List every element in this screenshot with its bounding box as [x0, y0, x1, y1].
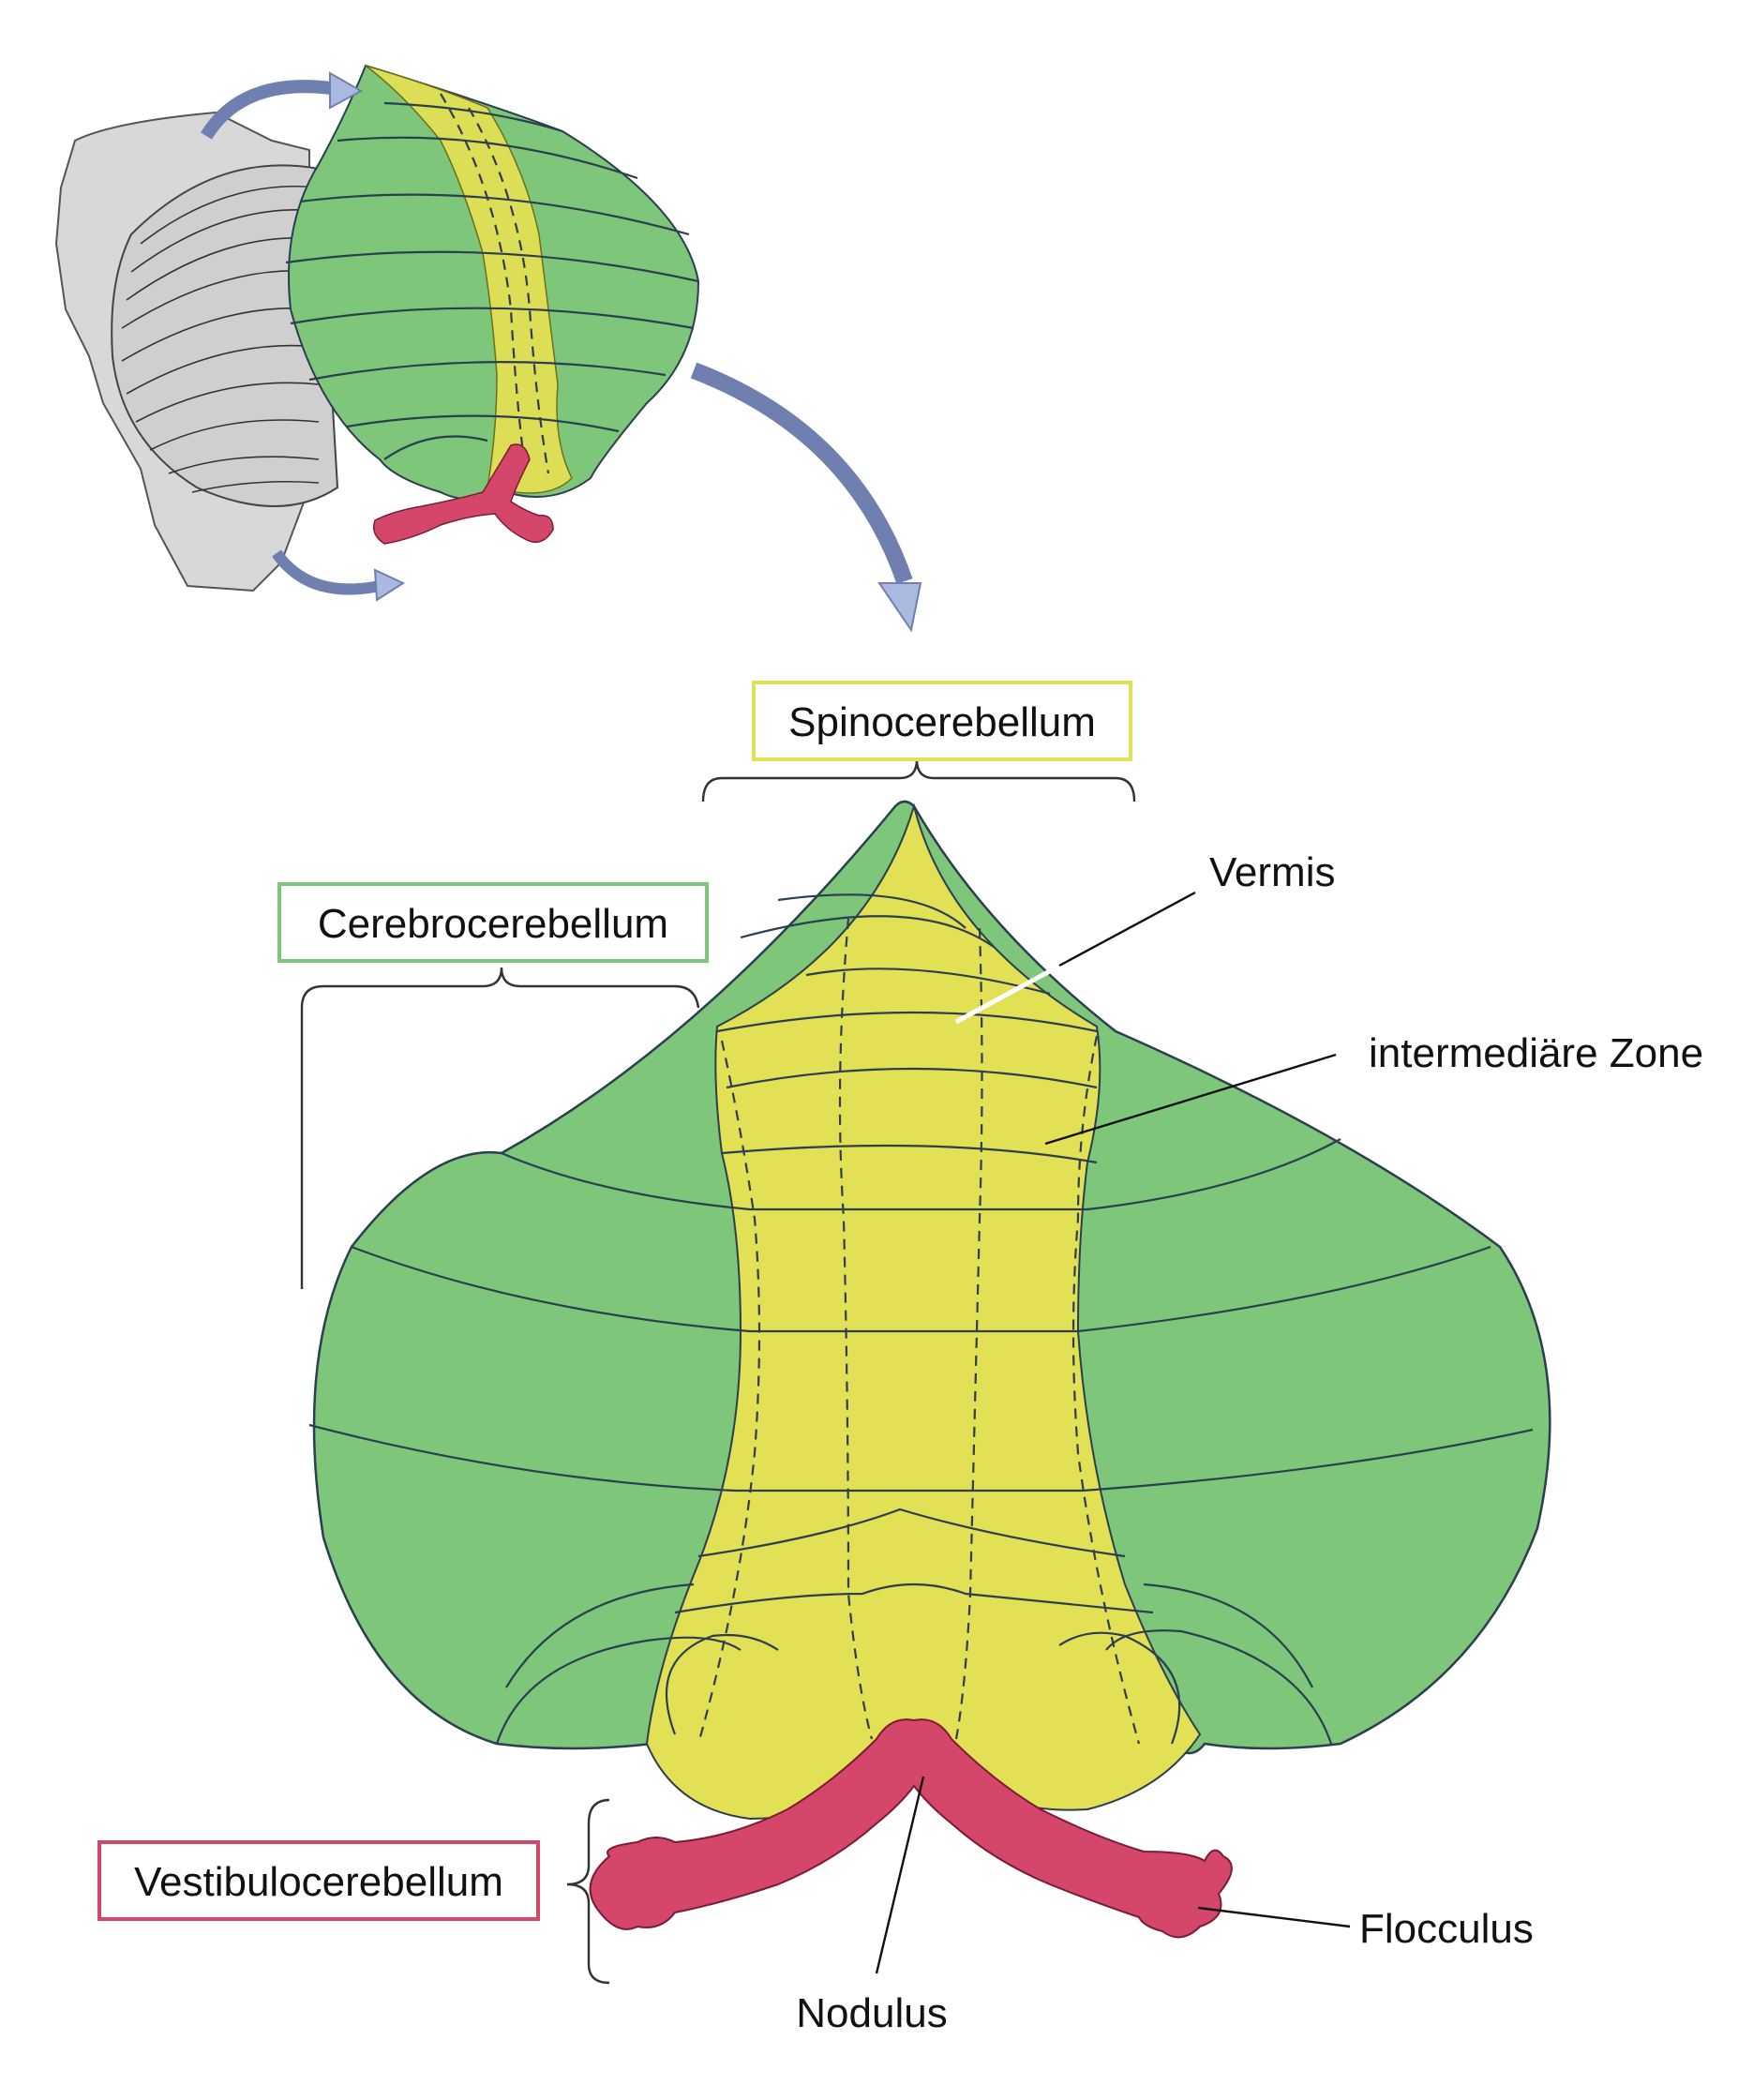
flocculus-leader — [1197, 1906, 1351, 1928]
inset-illustration — [54, 64, 700, 602]
vestibulocerebellum-label: Vestibulocerebellum — [134, 1859, 503, 1905]
vestibulocerebellum-region — [589, 1718, 1233, 1939]
cerebrocerebellum-label: Cerebrocerebellum — [318, 901, 668, 947]
cerebrocerebellum-brace — [300, 967, 700, 1289]
vermis-label: Vermis — [1209, 849, 1335, 895]
nodulus-label: Nodulus — [796, 1990, 947, 2036]
folia-lines — [308, 893, 1534, 1745]
cerebrocerebellum-label-box: Cerebrocerebellum — [277, 882, 709, 963]
inset-arrow-top-head — [329, 71, 364, 110]
intermediate-zone-leader — [1044, 1053, 1337, 1146]
inset-folia-lines — [285, 93, 699, 474]
vestibulocerebellum-brace — [566, 1798, 610, 1985]
transition-arrow — [690, 362, 922, 633]
inset-vestibulocerebellum — [373, 443, 554, 545]
inset-arrow-bottom — [272, 549, 382, 595]
inset-arrow-bottom-head — [373, 568, 406, 602]
flocculus-label: Flocculus — [1359, 1906, 1534, 1952]
spinocerebellum-label: Spinocerebellum — [788, 699, 1096, 745]
vestibulocerebellum-label-box: Vestibulocerebellum — [97, 1840, 540, 1921]
vermis-leader-line — [1058, 891, 1196, 968]
intermediate-zone-label: intermediäre Zone — [1369, 1030, 1703, 1076]
spinocerebellum-brace — [701, 758, 1136, 802]
nodulus-leader — [875, 1776, 925, 1974]
inset-arrow-top — [201, 80, 339, 140]
main-cerebellum — [308, 800, 1551, 1939]
spinocerebellum-label-box: Spinocerebellum — [752, 681, 1132, 761]
grey-folia — [111, 164, 339, 507]
